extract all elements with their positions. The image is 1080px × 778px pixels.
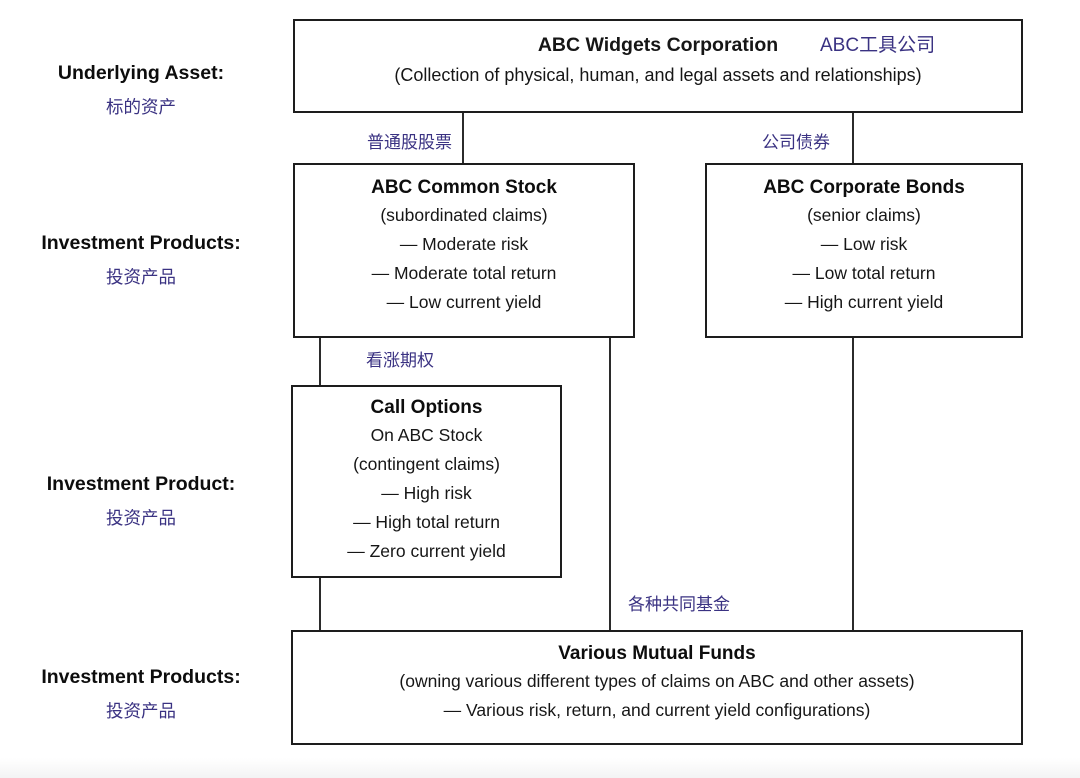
connector-corporate-bonds-to-mutual-funds (852, 338, 854, 630)
call-options-line: On ABC Stock (370, 425, 483, 445)
connector-corp-to-common-stock (462, 113, 464, 163)
corporation-title-row: ABC Widgets Corporation ABC工具公司 (295, 32, 1021, 59)
row-label-investment-products-2: Investment Products: 投资产品 (15, 666, 267, 723)
box-various-mutual-funds: Various Mutual Funds (owning various dif… (291, 630, 1023, 745)
call-options-title: Call Options (370, 397, 483, 418)
row-label-investment-products-1: Investment Products: 投资产品 (15, 232, 267, 289)
call-options-line: — High risk (381, 483, 472, 503)
row-label-investment-product-zh: 投资产品 (106, 508, 176, 528)
common-stock-title: ABC Common Stock (371, 177, 557, 198)
box-call-options: Call Options On ABC Stock (contingent cl… (291, 385, 562, 578)
corporate-bonds-line: (senior claims) (807, 205, 921, 225)
row-label-underlying-asset-zh: 标的资产 (106, 97, 176, 117)
corporation-subtitle: (Collection of physical, human, and lega… (394, 65, 922, 85)
connector-label-mutual-funds-zh: 各种共同基金 (628, 595, 730, 614)
bottom-gradient-strip (0, 758, 1080, 778)
row-label-investment-products-2-zh: 投资产品 (106, 701, 176, 721)
call-options-line: — Zero current yield (347, 541, 506, 561)
common-stock-line: — Moderate risk (399, 234, 529, 254)
row-label-underlying-asset-en: Underlying Asset: (57, 62, 225, 84)
mutual-funds-title: Various Mutual Funds (558, 643, 756, 664)
mutual-funds-line: — Various risk, return, and current yiel… (443, 700, 871, 720)
box-abc-corporate-bonds: ABC Corporate Bonds (senior claims) — Lo… (705, 163, 1023, 338)
connector-label-call-options-zh: 看涨期权 (366, 351, 434, 370)
row-label-investment-product: Investment Product: 投资产品 (15, 473, 267, 530)
row-label-investment-products-1-zh: 投资产品 (106, 267, 176, 287)
connector-call-options-to-mutual-funds (319, 578, 321, 630)
box-abc-widgets-corporation: ABC Widgets Corporation ABC工具公司 (Collect… (293, 19, 1023, 113)
corporate-bonds-line: — High current yield (784, 292, 944, 312)
row-label-underlying-asset: Underlying Asset: 标的资产 (15, 62, 267, 119)
connector-label-corporate-bonds-zh: 公司债券 (762, 133, 830, 152)
row-label-investment-product-en: Investment Product: (46, 473, 236, 495)
connector-corp-to-corporate-bonds (852, 113, 854, 163)
corporate-bonds-title: ABC Corporate Bonds (763, 177, 965, 198)
corporate-bonds-line: — Low total return (792, 263, 936, 283)
corporation-title-zh: ABC工具公司 (820, 35, 936, 56)
common-stock-line: (subordinated claims) (380, 205, 548, 225)
box-abc-common-stock: ABC Common Stock (subordinated claims) —… (293, 163, 635, 338)
row-label-investment-products-1-en: Investment Products: (41, 232, 241, 254)
row-label-investment-products-2-en: Investment Products: (41, 666, 241, 688)
common-stock-line: — Low current yield (386, 292, 542, 312)
common-stock-line: — Moderate total return (371, 263, 557, 283)
mutual-funds-line: (owning various different types of claim… (399, 671, 915, 691)
connector-label-common-stock-zh: 普通股股票 (367, 133, 452, 152)
call-options-line: (contingent claims) (353, 454, 500, 474)
call-options-line: — High total return (353, 512, 500, 532)
corporate-bonds-line: — Low risk (820, 234, 908, 254)
connector-common-stock-to-mutual-funds (609, 338, 611, 630)
connector-common-stock-to-call-options (319, 338, 321, 385)
corporation-title: ABC Widgets Corporation (537, 34, 779, 56)
